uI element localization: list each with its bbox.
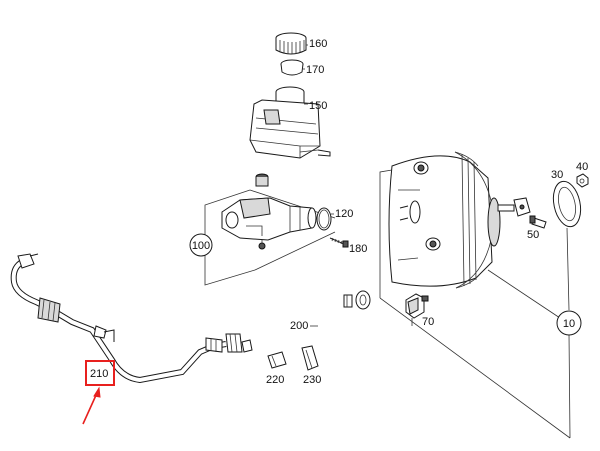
highlight-box-210[interactable] xyxy=(85,360,115,386)
red-arrow-pointer xyxy=(82,386,101,425)
label-100: 100 xyxy=(192,240,210,252)
label-120: 120 xyxy=(335,208,353,220)
master-cylinder-o-ring[interactable] xyxy=(316,207,332,231)
reservoir-cap[interactable] xyxy=(275,32,307,55)
label-70: 70 xyxy=(422,316,434,328)
brake-master-cylinder[interactable] xyxy=(221,173,317,250)
vacuum-sensor-70[interactable] xyxy=(405,293,429,326)
label-200: 200 xyxy=(290,320,308,332)
booster-group-lines-a xyxy=(379,169,570,311)
label-220: 220 xyxy=(266,374,284,386)
label-40: 40 xyxy=(576,161,588,173)
label-160: 160 xyxy=(309,38,327,50)
vacuum-line-200[interactable] xyxy=(225,294,353,353)
brake-booster[interactable] xyxy=(388,151,531,289)
bolt-180[interactable] xyxy=(329,237,349,248)
label-10: 10 xyxy=(563,318,575,330)
booster-gasket[interactable] xyxy=(550,179,585,229)
label-180: 180 xyxy=(349,243,367,255)
label-170: 170 xyxy=(306,64,324,76)
brake-fluid-reservoir[interactable] xyxy=(249,86,331,159)
nut-40[interactable] xyxy=(576,173,589,188)
callout-circle-10[interactable] xyxy=(556,310,582,336)
o-ring-inner-edge xyxy=(318,209,330,229)
hose-clip-230[interactable] xyxy=(301,345,319,371)
label-30: 30 xyxy=(551,169,563,181)
vacuum-line-210[interactable] xyxy=(10,253,227,384)
label-210: 210 xyxy=(90,368,108,380)
callout-circle-100[interactable] xyxy=(189,233,213,257)
reservoir-cap-seal[interactable] xyxy=(280,59,304,76)
label-150: 150 xyxy=(309,100,327,112)
booster-group-lines-b xyxy=(379,269,571,439)
label-230: 230 xyxy=(303,374,321,386)
vacuum-grommet[interactable] xyxy=(355,290,371,310)
hose-clip-220[interactable] xyxy=(267,351,287,369)
bolt-50[interactable] xyxy=(529,215,547,229)
label-50: 50 xyxy=(527,229,539,241)
